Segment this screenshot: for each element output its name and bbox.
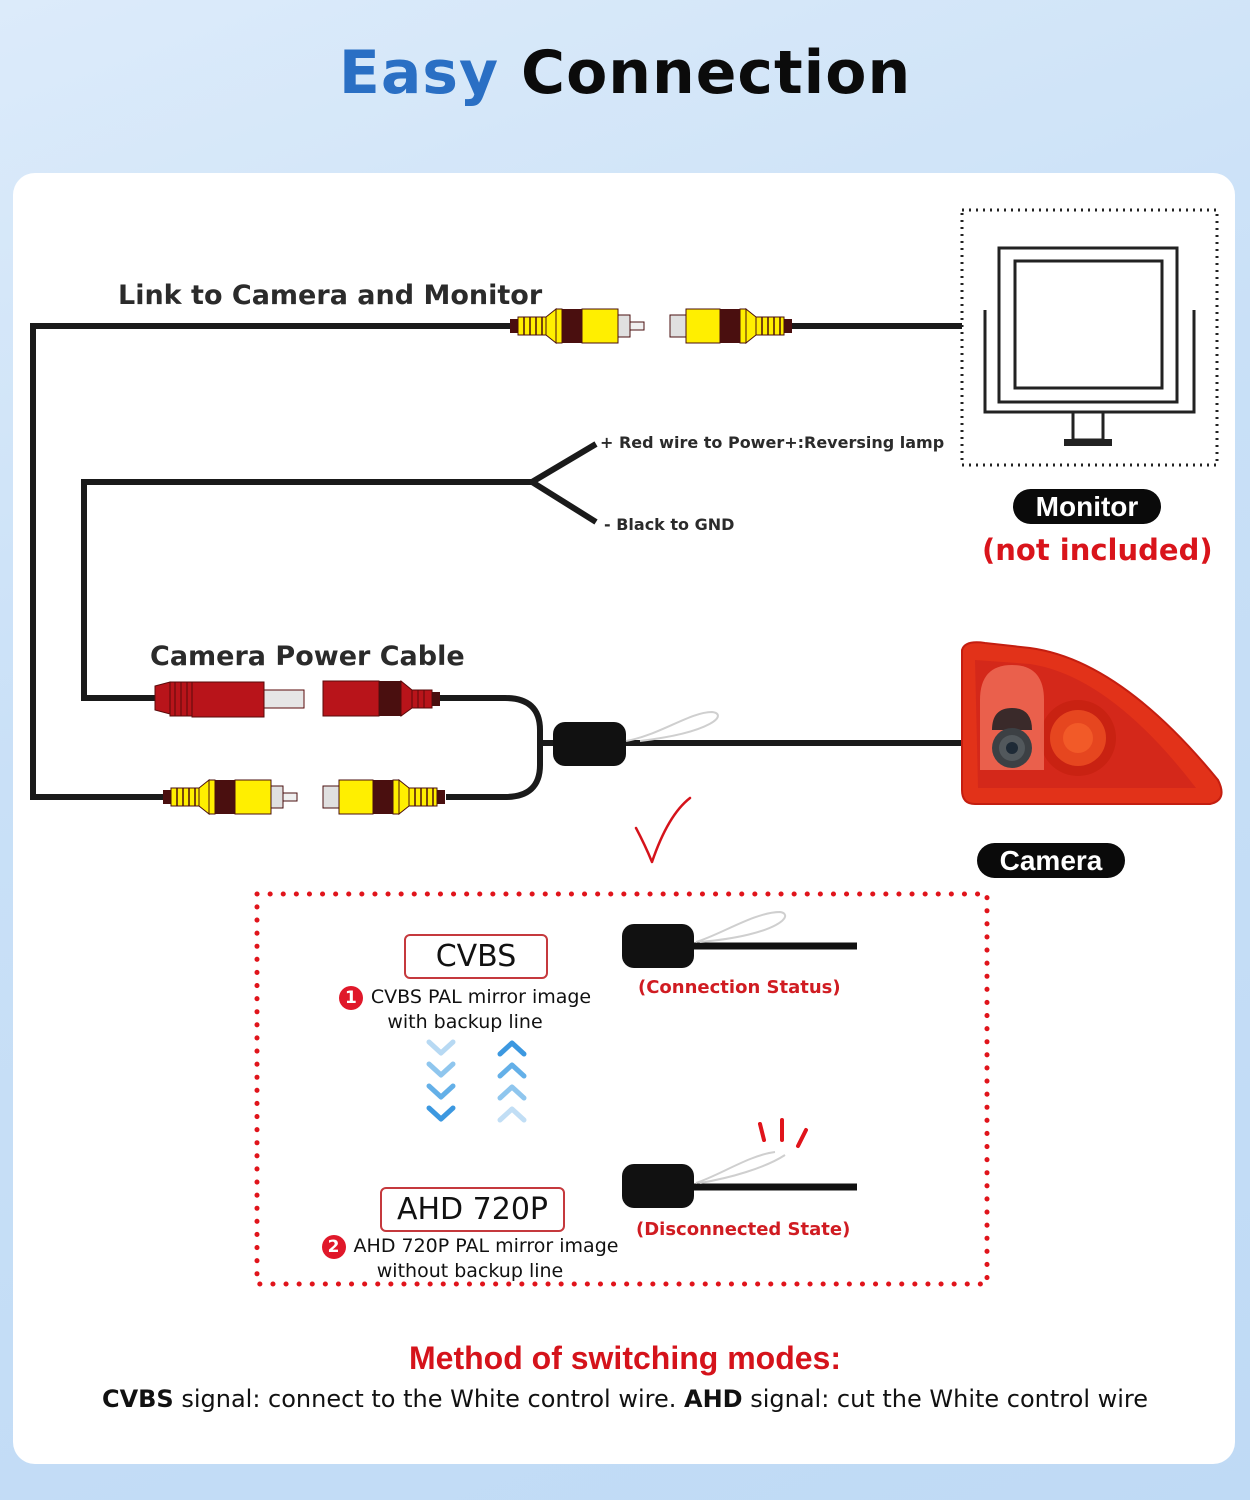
power-male-connector: [154, 681, 305, 718]
power-female-connector: [322, 679, 440, 717]
title-easy: Easy: [338, 38, 500, 108]
monitor-not-included-note: (not included): [982, 533, 1213, 567]
method-title: Method of switching modes:: [409, 1340, 841, 1376]
red-wire-label: + Red wire to Power+:Reversing lamp: [600, 433, 945, 452]
up-chevrons-icon: [497, 1040, 527, 1123]
control-module: [553, 722, 626, 766]
white-control-wire: [625, 710, 719, 742]
method-instructions: CVBS signal: connect to the White contro…: [101, 1385, 1149, 1413]
mode-panel-border: [254, 891, 990, 1287]
power-fork: [530, 441, 598, 525]
number-badge-2: 2: [321, 1234, 346, 1259]
rca-male-connector-bottom: [162, 779, 298, 815]
power-cable: [81, 479, 532, 701]
page-title: Easy Connection: [0, 38, 1250, 108]
power-cable-label: Camera Power Cable: [150, 641, 465, 672]
monitor-frame-dotted: [960, 208, 1219, 467]
camera-brake-light-image: [961, 641, 1223, 805]
black-wire-label: - Black to GND: [604, 515, 735, 534]
title-connection: Connection: [521, 38, 912, 108]
video-cable-left: [30, 323, 512, 800]
rca-female-connector-top: [669, 308, 793, 344]
camera-badge: Camera: [977, 843, 1125, 878]
monitor-icon: [983, 246, 1196, 442]
connection-status-label: (Connection Status): [638, 977, 841, 998]
mode-cvbs-box: CVBS: [404, 934, 548, 979]
check-arrow-icon: [634, 796, 692, 864]
disconnected-state-label: (Disconnected State): [636, 1219, 851, 1240]
camera-harness: [440, 695, 543, 800]
down-chevrons-icon: [426, 1039, 456, 1122]
mode-ahd-box: AHD 720P: [380, 1187, 565, 1232]
rca-male-connector-top: [509, 308, 645, 344]
connected-wire-illustration: [622, 910, 857, 968]
link-cable-label: Link to Camera and Monitor: [118, 280, 543, 311]
monitor-badge: Monitor: [1013, 489, 1161, 524]
monitor-stand: [1064, 439, 1112, 446]
rca-female-connector-bottom: [322, 779, 446, 815]
disconnected-wire-illustration: [622, 1118, 857, 1208]
number-badge-1: 1: [338, 985, 363, 1010]
